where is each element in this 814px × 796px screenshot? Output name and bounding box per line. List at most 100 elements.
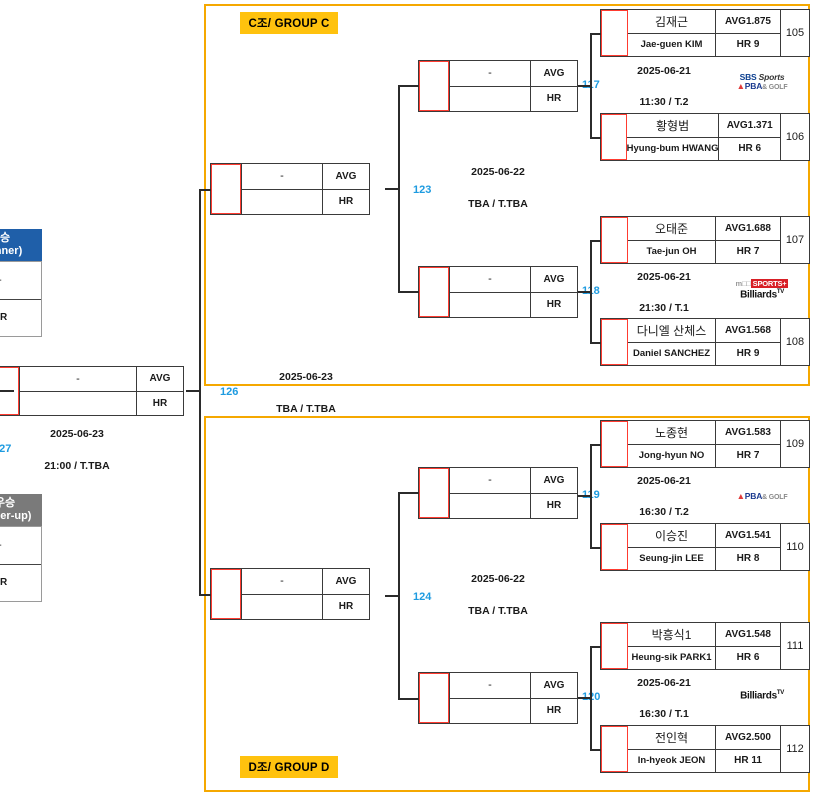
player-entry-110[interactable]: 이승진 Seung-jin LEE AVG1.541 HR 8 [600,523,781,571]
match-slot-123b[interactable]: - AVG HR [418,266,578,318]
player-name-en-105: Jae-guen KIM [640,39,703,51]
match-date-120: 2025-06-21 [637,677,691,689]
slot-name-126b: - [242,569,322,595]
runner-up-title-en: (Runner-up) [0,510,32,522]
slot-name-126: - [242,164,322,190]
match-date-127: 2025-06-23 [50,428,104,440]
player-names-108: 다니엘 산체스 Daniel SANCHEZ [628,319,715,365]
slot-names-127: - [19,367,136,415]
slot-name-124b: - [450,673,530,699]
seat-number-111: 111 [781,622,810,670]
seed-marker-124b [419,673,449,723]
match-slot-124b[interactable]: - AVG HR [418,672,578,724]
player-name-kr-110: 이승진 [628,524,715,548]
slot-name-blank-124b [450,699,530,724]
player-name-kr-109: 노종현 [628,421,715,445]
seed-marker-124 [419,468,449,518]
broadcaster-logo-pba-golf: ▲PBA& GOLF [722,485,802,507]
seat-number-108: 108 [781,318,810,366]
slot-hr-126: HR [338,196,354,208]
seed-marker-106 [601,114,627,160]
slot-names-126b: - [241,569,322,619]
match-date-126: 2025-06-23 [279,371,333,383]
slot-hr-123: HR [546,93,562,105]
match-slot-127-final[interactable]: - AVG HR [0,366,184,416]
slot-avg-126: AVG [323,164,369,190]
player-entry-111[interactable]: 박흥식1 Heung-sik PARK1 AVG1.548 HR 6 [600,622,781,670]
billiards-tv-logo: BilliardsTV [740,288,784,300]
match-slot-126b[interactable]: - AVG HR [210,568,370,620]
seed-marker-126b [211,569,241,619]
match-number-126[interactable]: 126 [220,386,239,398]
seed-marker-112 [601,726,628,772]
connector-118-bottom [590,342,601,344]
connector-123-out [385,188,399,190]
player-hr-106: HR 6 [738,143,762,155]
player-names-107: 오태준 Tae-jun OH [628,217,715,263]
player-name-en-106: Hyung-bum HWANG [626,143,719,155]
match-date-118: 2025-06-21 [637,271,691,283]
connector-117-out [578,85,591,87]
player-avg-105: AVG1.875 [716,10,780,34]
match-number-124[interactable]: 124 [413,591,432,603]
player-name-kr-108: 다니엘 산체스 [628,319,715,343]
player-hr-109: HR 7 [736,450,760,462]
player-avg-112: AVG2.500 [716,726,780,750]
slot-avg-124b: AVG [531,673,577,699]
match-slot-124[interactable]: - AVG HR [418,467,578,519]
player-entry-106[interactable]: 황형범 Hyung-bum HWANG AVG1.371 HR 6 [600,113,781,161]
slot-hr-126b: HR [338,601,354,613]
slot-stats-123: AVG HR [530,61,577,111]
player-name-kr-107: 오태준 [628,217,715,241]
player-stats-111: AVG1.548 HR 6 [715,623,780,669]
connector-117-bottom [590,137,601,139]
runner-up-box[interactable]: - HR [0,526,42,602]
runner-up-name: - [0,527,41,565]
player-names-109: 노종현 Jong-hyun NO [628,421,715,467]
winner-hr-label: HR [0,312,8,324]
player-entry-112[interactable]: 전인혁 In-hyeok JEON AVG2.500 HR 11 [600,725,781,773]
player-entry-107[interactable]: 오태준 Tae-jun OH AVG1.688 HR 7 [600,216,781,264]
player-name-kr-106: 황형범 [626,114,719,138]
player-name-kr-111: 박흥식1 [628,623,715,647]
player-entry-109[interactable]: 노종현 Jong-hyun NO AVG1.583 HR 7 [600,420,781,468]
player-entry-105[interactable]: 김재근 Jae-guen KIM AVG1.875 HR 9 [600,9,781,57]
slot-name-blank-123 [450,87,530,112]
slot-stats-123b: AVG HR [530,267,577,317]
seat-number-105: 105 [781,9,810,57]
slot-stats-126: AVG HR [322,164,369,214]
player-stats-106: AVG1.371 HR 6 [718,114,780,160]
slot-avg-126b: AVG [323,569,369,595]
match-date-124: 2025-06-22 [471,573,525,585]
seat-number-106: 106 [781,113,810,161]
winner-title-en: (Winner) [0,245,23,257]
slot-stats-124: AVG HR [530,468,577,518]
slot-avg-123b: AVG [531,267,577,293]
seed-marker-127 [0,367,19,415]
connector-118-out [578,291,591,293]
slot-names-123b: - [449,267,530,317]
player-names-105: 김재근 Jae-guen KIM [628,10,715,56]
match-number-123[interactable]: 123 [413,184,432,196]
slot-avg-123: AVG [531,61,577,87]
connector-120-top [590,646,601,648]
broadcaster-logo-billiards: BilliardsTV [722,684,802,706]
slot-name-127: - [20,367,136,392]
connector-126-bottom [199,594,211,596]
player-entry-108[interactable]: 다니엘 산체스 Daniel SANCHEZ AVG1.568 HR 9 [600,318,781,366]
winner-box[interactable]: - HR [0,261,42,337]
match-slot-123[interactable]: - AVG HR [418,60,578,112]
player-stats-110: AVG1.541 HR 8 [715,524,780,570]
runner-up-title-kr: 준우승 [0,497,16,510]
player-name-en-108: Daniel SANCHEZ [632,348,711,360]
match-number-127[interactable]: 127 [0,443,12,455]
winner-title-kr: 우승 [0,232,11,245]
match-time-126: TBA / T.TBA [276,403,336,415]
match-date-123: 2025-06-22 [471,166,525,178]
connector-119-bottom [590,547,601,549]
slot-names-126: - [241,164,322,214]
slot-name-blank-124 [450,494,530,519]
player-hr-112: HR 11 [734,755,762,767]
match-slot-126[interactable]: - AVG HR [210,163,370,215]
player-names-106: 황형범 Hyung-bum HWANG [626,114,719,160]
